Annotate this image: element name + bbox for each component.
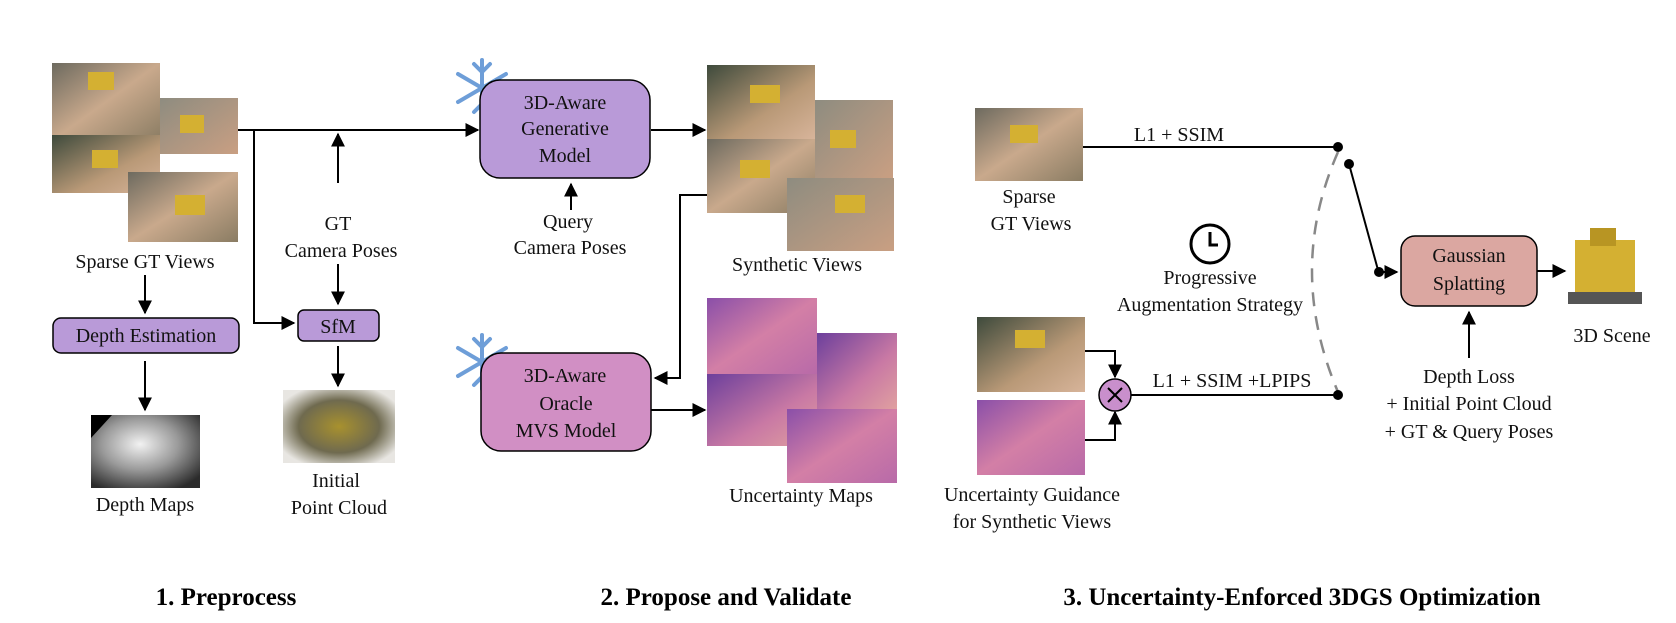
- section-title-propose: 2. Propose and Validate: [601, 584, 852, 611]
- generative-model-box: [479, 79, 651, 179]
- depth-map-corner: [91, 415, 112, 438]
- toy-marker: [1015, 330, 1045, 348]
- mvs-model-box: [480, 352, 652, 452]
- depth-loss-label-3: + GT & Query Poses: [1385, 421, 1554, 443]
- opt-sparse-label-2: GT Views: [991, 213, 1072, 235]
- sfm-label: SfM: [320, 316, 356, 338]
- mvs-label-2: Oracle: [539, 393, 592, 415]
- gen-model-label-3: Model: [539, 145, 592, 167]
- point-cloud-label-1: Initial: [312, 470, 360, 492]
- uncertainty-maps-stack: [707, 298, 897, 483]
- edge-view-to-multiply: [1085, 350, 1122, 379]
- gaussian-label-1: Gaussian: [1432, 245, 1505, 267]
- depth-estimation-box: [52, 317, 240, 354]
- uncertainty-maps-label: Uncertainty Maps: [729, 485, 873, 507]
- loss-bottom-node: [1333, 390, 1343, 400]
- loss-top-label: L1 + SSIM: [1134, 124, 1224, 146]
- guided-view-image: [977, 317, 1085, 392]
- point-cloud-label-2: Point Cloud: [291, 497, 387, 519]
- mvs-label-3: MVS Model: [516, 420, 617, 442]
- gen-model-label-1: 3D-Aware: [524, 92, 607, 114]
- section-title-preprocess: 1. Preprocess: [156, 584, 297, 611]
- depth-maps-label: Depth Maps: [96, 494, 195, 516]
- loss-top-node: [1333, 142, 1343, 152]
- 3d-scene-image: [1568, 228, 1642, 304]
- progressive-label-2: Augmentation Strategy: [1117, 294, 1303, 316]
- loss-bottom-label: L1 + SSIM +LPIPS: [1153, 370, 1312, 392]
- gen-model-label-2: Generative: [521, 118, 609, 140]
- synthetic-views-label: Synthetic Views: [732, 254, 862, 276]
- edge-views-to-sfm: [253, 130, 296, 330]
- sparse-gt-views-label: Sparse GT Views: [75, 251, 214, 273]
- camera-poses-label: Camera Poses: [285, 240, 398, 262]
- multiply-icon: [1098, 378, 1132, 412]
- 3d-scene-label: 3D Scene: [1573, 325, 1650, 347]
- mvs-label-1: 3D-Aware: [524, 365, 607, 387]
- sfm-box: [297, 309, 380, 342]
- depth-loss-label-2: + Initial Point Cloud: [1386, 393, 1551, 415]
- clock-icon: [1189, 223, 1231, 265]
- edge-synthetic-to-mvs: [653, 194, 707, 385]
- gt-label: GT: [325, 213, 352, 235]
- sparse-gt-view-image: [975, 108, 1083, 181]
- toy-marker: [1010, 125, 1038, 143]
- sparse-gt-views-stack: [52, 63, 238, 242]
- progressive-switch-arc: [1310, 151, 1340, 393]
- uncert-guidance-label-1: Uncertainty Guidance: [944, 484, 1120, 506]
- gaussian-input-node: [1374, 267, 1384, 277]
- query-label-2: Camera Poses: [514, 237, 627, 259]
- depth-loss-label-1: Depth Loss: [1423, 366, 1515, 388]
- depth-estimation-label: Depth Estimation: [76, 325, 217, 347]
- opt-sparse-label-1: Sparse: [1002, 186, 1055, 208]
- edge-switch: [1348, 163, 1379, 271]
- synthetic-views-stack: [707, 65, 894, 251]
- section-title-optimization: 3. Uncertainty-Enforced 3DGS Optimizatio…: [1063, 584, 1540, 611]
- gaussian-label-2: Splatting: [1433, 273, 1505, 295]
- edge-uncert-to-multiply: [1085, 410, 1122, 441]
- query-label-1: Query: [543, 211, 593, 233]
- progressive-label-1: Progressive: [1163, 267, 1256, 289]
- uncert-guidance-label-2: for Synthetic Views: [953, 511, 1112, 533]
- point-cloud-image: [283, 390, 395, 463]
- depth-map-image: [91, 415, 200, 488]
- guided-uncertainty-image: [977, 400, 1085, 475]
